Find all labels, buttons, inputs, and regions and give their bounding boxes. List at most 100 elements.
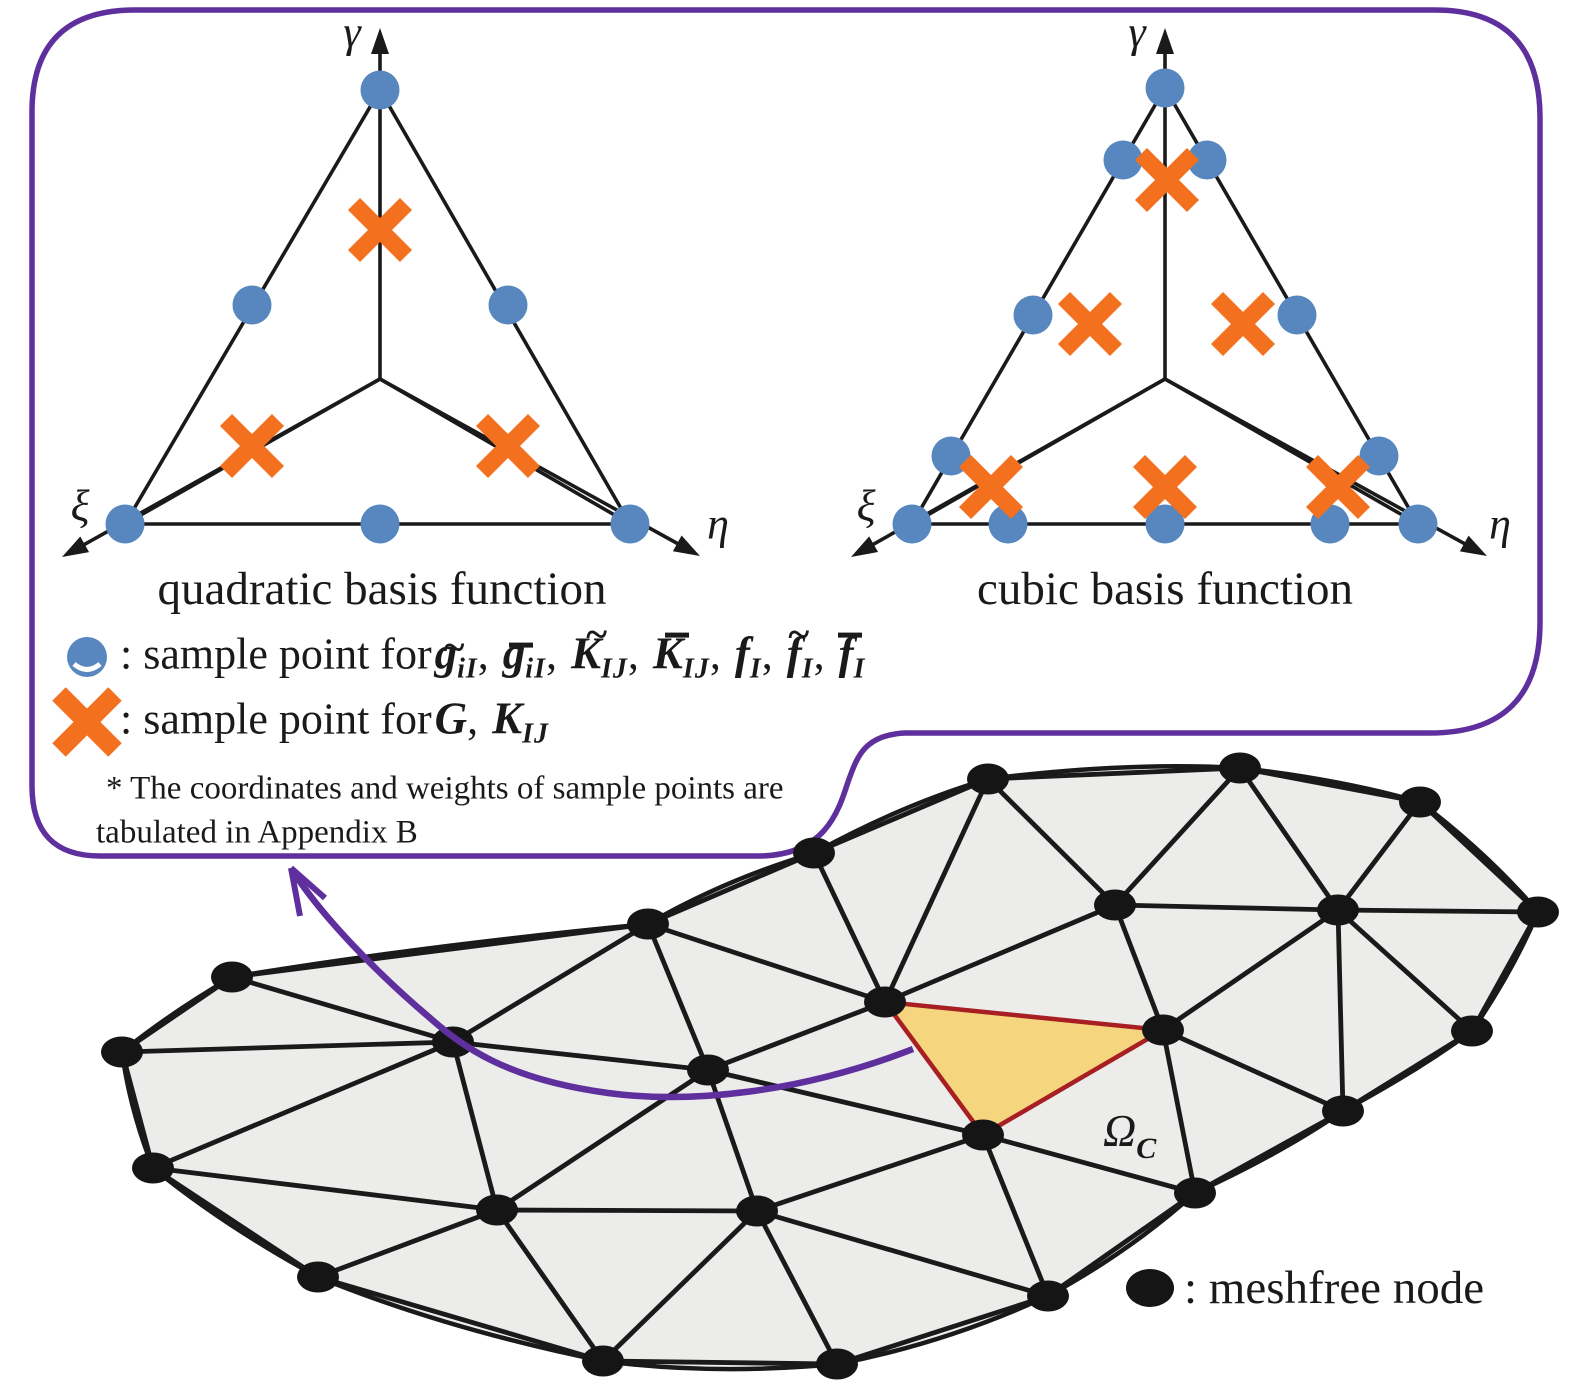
legend-sample-cross-icon	[52, 687, 122, 757]
sample-cross	[219, 413, 285, 479]
math-term: fI	[837, 629, 866, 686]
mesh-edge	[707, 1067, 984, 1138]
math-term: ~KIJ	[570, 612, 628, 686]
math-subscript: I	[801, 653, 814, 685]
sample-circle	[1277, 295, 1317, 335]
xi-axis-label-cubic: ξ	[856, 481, 876, 531]
mesh-edge	[1341, 1028, 1474, 1114]
math-base: K	[492, 693, 523, 744]
mesh-edge	[317, 1274, 604, 1364]
sample-circle	[1145, 504, 1185, 544]
mesh-edge	[645, 923, 711, 1071]
mesh-node	[793, 837, 835, 869]
omega-subscript: C	[1136, 1132, 1158, 1165]
math-subscript: iI	[457, 653, 478, 685]
math-subscript: IJ	[682, 653, 710, 685]
mesh-node	[1174, 1177, 1216, 1209]
tilde-accent: ~	[788, 611, 810, 657]
legend-circle-highlight	[72, 662, 102, 672]
mesh-edge	[986, 777, 1117, 907]
mesh-edge	[813, 776, 989, 856]
mesh-edge	[1113, 766, 1242, 907]
sample-circle	[1187, 140, 1227, 180]
math-subscript: I	[749, 653, 762, 685]
mesh-edge	[1418, 800, 1540, 914]
mesh-edge	[1238, 766, 1340, 912]
math-base: f	[786, 628, 802, 679]
mesh-edge	[707, 999, 886, 1073]
math-separator: ,	[477, 629, 500, 679]
math-separator: ,	[545, 629, 568, 679]
sample-circle	[988, 504, 1028, 544]
sample-circle	[105, 504, 145, 544]
mesh-node	[101, 1036, 143, 1068]
sample-circle	[892, 504, 932, 544]
eta-axis-arrowhead	[1459, 535, 1487, 556]
callout-arrow-curve	[288, 866, 915, 1101]
mesh-edge	[647, 850, 815, 927]
math-base: K	[570, 628, 601, 679]
mesh-edge	[495, 1208, 605, 1363]
mesh-node	[1219, 752, 1261, 784]
gamma-axis-arrowhead	[1156, 28, 1174, 54]
mesh-edge	[836, 1293, 1049, 1367]
xi-axis-label-quadratic: ξ	[70, 481, 90, 531]
sample-cross	[1057, 291, 1123, 357]
sample-circle	[1359, 436, 1399, 476]
math-term: ~giI	[434, 625, 478, 686]
mesh-edge	[1336, 800, 1422, 912]
mesh-edge	[1239, 765, 1421, 805]
meshfree-node-icon	[1126, 1269, 1174, 1307]
tilde-accent: ~	[586, 611, 607, 657]
mesh-edge	[647, 921, 886, 1005]
mesh-node	[816, 1348, 858, 1380]
omega-symbol: Ω	[1103, 1105, 1137, 1156]
math-subscript: I	[853, 653, 866, 685]
mesh-node	[962, 1119, 1004, 1151]
mesh-edge	[884, 902, 1116, 1005]
sample-circle	[488, 285, 528, 325]
mesh-edge	[1337, 907, 1539, 915]
math-separator: ,	[627, 629, 650, 679]
math-separator: ,	[467, 694, 490, 744]
mesh-edge	[601, 1209, 759, 1363]
mesh-edge	[1193, 1108, 1345, 1196]
mesh-edge	[756, 1132, 984, 1214]
math-term: giI	[502, 628, 546, 686]
highlight-triangle	[882, 999, 1166, 1138]
math-term: KIJ	[653, 629, 710, 686]
bar-accent	[508, 642, 533, 648]
mesh-node	[967, 763, 1009, 795]
sample-circle	[232, 285, 272, 325]
sample-cross	[1210, 291, 1276, 357]
mesh-edge	[882, 777, 991, 1004]
callout-bubble	[29, 7, 1543, 859]
mesh-edge	[1114, 902, 1339, 913]
sample-cross	[1132, 454, 1198, 520]
mesh-edge	[1336, 908, 1474, 1033]
sample-circle	[360, 70, 400, 110]
sample-cross	[958, 454, 1024, 520]
mesh-edge	[1469, 910, 1541, 1033]
sample-circle	[1013, 295, 1053, 335]
sample-circle	[1103, 140, 1143, 180]
mesh-edge	[982, 1132, 1196, 1196]
mesh-node	[687, 1054, 729, 1086]
math-base: g	[434, 628, 458, 679]
math-term: ~fI	[786, 612, 814, 686]
mesh-edge	[754, 1209, 840, 1366]
mesh-edge	[152, 1165, 498, 1213]
mesh-edge	[452, 1039, 709, 1073]
mesh-edge	[496, 1207, 758, 1214]
mesh-edge	[151, 1165, 320, 1280]
gamma-axis-arrowhead	[371, 28, 389, 54]
math-term: G	[435, 694, 468, 745]
legend-cross-prefix: : sample point for	[120, 694, 432, 744]
mesh-edge	[231, 974, 454, 1045]
math-base: g	[502, 628, 526, 679]
bar-accent	[664, 632, 689, 638]
mesh-node	[1317, 894, 1359, 926]
sample-circle	[360, 504, 400, 544]
